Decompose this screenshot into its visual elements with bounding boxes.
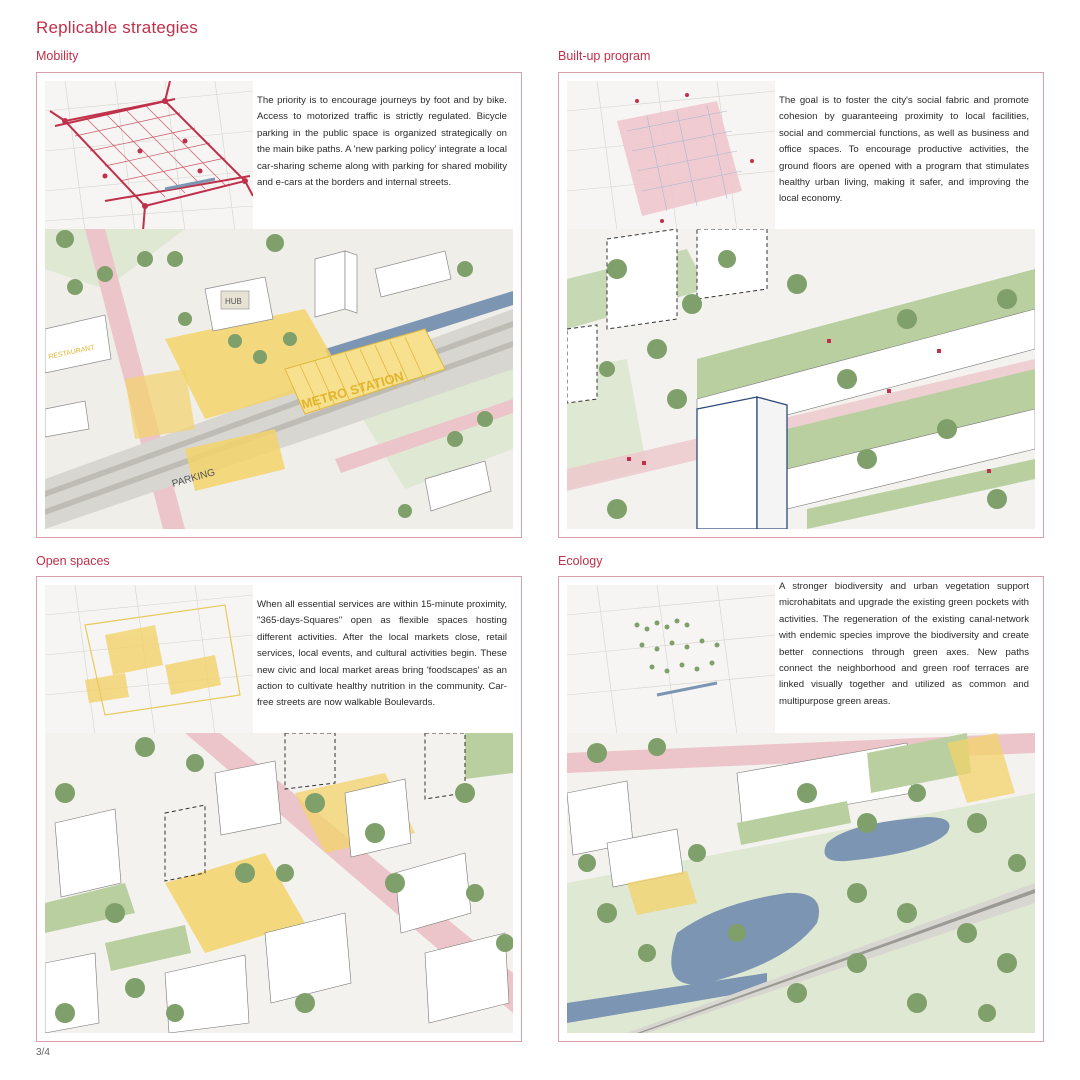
ecology-axonometric [567, 733, 1035, 1033]
section-label-built-up: Built-up program [558, 49, 651, 63]
built-up-axonometric [567, 229, 1035, 529]
open-spaces-description: When all essential services are within 1… [257, 599, 507, 709]
hub-label: HUB [225, 297, 242, 306]
open-spaces-axonometric [45, 733, 513, 1033]
built-up-diagram [567, 81, 775, 231]
page-number: 3/4 [36, 1047, 50, 1058]
section-label-open-spaces: Open spaces [36, 554, 110, 568]
panel-mobility: The priority is to encourage journeys by… [36, 72, 522, 538]
ecology-description: A stronger biodiversity and urban vegeta… [779, 581, 1029, 707]
mobility-axonometric: METRO STATION PARKING RESTAURANT HUB [45, 229, 513, 529]
mobility-description: The priority is to encourage journeys by… [257, 95, 507, 189]
panel-open-spaces: When all essential services are within 1… [36, 576, 522, 1042]
mobility-network-diagram [45, 81, 253, 231]
panel-built-up: The goal is to foster the city's social … [558, 72, 1044, 538]
panel-ecology: A stronger biodiversity and urban vegeta… [558, 576, 1044, 1042]
section-label-ecology: Ecology [558, 554, 603, 568]
page-title: Replicable strategies [36, 18, 199, 37]
ecology-diagram [567, 585, 775, 735]
section-label-mobility: Mobility [36, 49, 79, 63]
built-up-description: The goal is to foster the city's social … [779, 95, 1029, 205]
open-spaces-diagram [45, 585, 253, 735]
